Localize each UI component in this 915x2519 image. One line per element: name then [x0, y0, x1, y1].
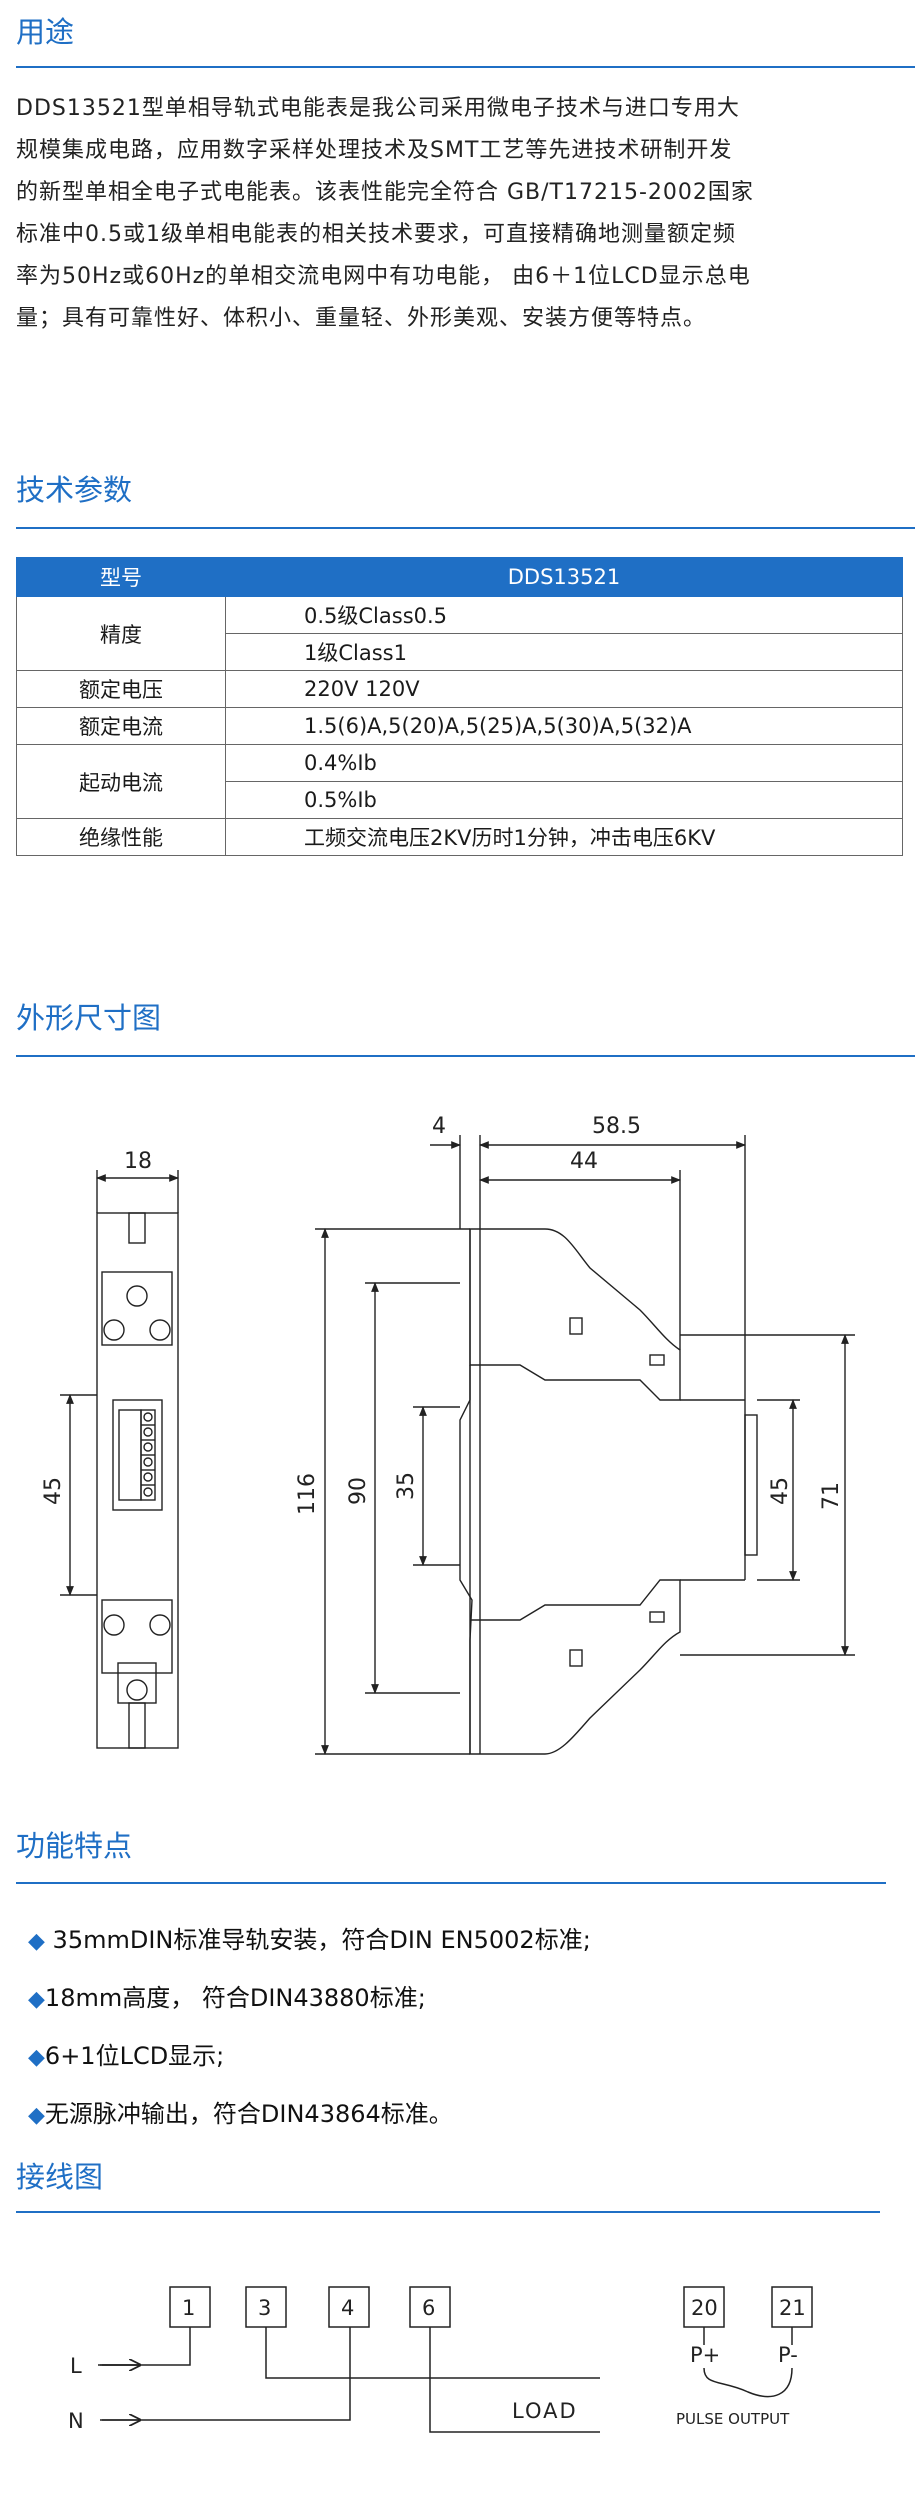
spec-row: 绝缘性能 工频交流电压2KV历时1分钟，冲击电压6KV [16, 818, 903, 856]
diamond-bullet-icon: ◆ [28, 1987, 45, 2012]
spec-header-value: DDS13521 [225, 557, 903, 597]
terminal-label: 1 [182, 2296, 195, 2320]
diamond-bullet-icon: ◆ [28, 1929, 45, 1954]
dimension-drawing: 18 45 4 58.5 44 116 90 35 45 71 [41, 1114, 855, 1755]
line-label: L [70, 2354, 82, 2378]
spec-label: 额定电流 [16, 707, 226, 745]
feature-item: ◆ 35mmDIN标准导轨安装，符合DIN EN5002标准; [28, 1920, 591, 1955]
spec-row: 额定电流 1.5(6)A,5(20)A,5(25)A,5(30)A,5(32)A [16, 707, 903, 745]
usage-line: 量；具有可靠性好、体积小、重量轻、外形美观、安装方便等特点。 [16, 306, 707, 331]
spec-row: 起动电流 0.4%Ib [16, 744, 903, 819]
dim-right-45: 45 [768, 1477, 793, 1505]
dim-right-71: 71 [819, 1482, 844, 1510]
dim-total-depth: 58.5 [592, 1114, 641, 1139]
usage-line: DDS13521型单相导轨式电能表是我公司采用微电子技术与进口专用大 [16, 96, 740, 121]
feature-text: 6+1位LCD显示; [44, 2042, 225, 2070]
feature-item: ◆无源脉冲输出，符合DIN43864标准。 [28, 2094, 453, 2129]
diamond-bullet-icon: ◆ [28, 2103, 45, 2128]
spec-label: 起动电流 [16, 744, 226, 819]
usage-paragraph: DDS13521型单相导轨式电能表是我公司采用微电子技术与进口专用大 规模集成电… [16, 88, 909, 340]
feature-text: 18mm高度， 符合DIN43880标准; [44, 1984, 426, 2012]
spec-label: 精度 [16, 596, 226, 671]
feature-text: 35mmDIN标准导轨安装，符合DIN EN5002标准; [44, 1926, 591, 1954]
terminal-label: 3 [258, 2296, 271, 2320]
spec-value: 工频交流电压2KV历时1分钟，冲击电压6KV [225, 818, 903, 856]
dimensions-title: 外形尺寸图 [16, 1001, 162, 1035]
features-title: 功能特点 [16, 1829, 133, 1863]
spec-header-label: 型号 [16, 557, 226, 597]
wiring-title: 接线图 [16, 2160, 104, 2194]
spec-table: 型号 DDS13521 精度 0.5级Class0.5 1级Class1 额定电… [16, 557, 903, 856]
dim-height-90: 90 [346, 1477, 371, 1505]
terminal-label: 4 [341, 2296, 354, 2320]
features-title-rule [16, 1882, 886, 1884]
neutral-label: N [68, 2409, 84, 2433]
pulse-terminal-label: 20 [691, 2296, 718, 2320]
front-view [60, 1170, 179, 1749]
spec-value: 0.4%Ib [225, 744, 903, 782]
feature-text: 无源脉冲输出，符合DIN43864标准。 [44, 2100, 453, 2128]
dim-front-width: 18 [124, 1149, 152, 1174]
spec-row: 额定电压 220V 120V [16, 670, 903, 708]
spec-value: 1级Class1 [225, 633, 903, 671]
load-label: LOAD [512, 2399, 578, 2423]
specs-title-rule [16, 527, 915, 529]
diamond-bullet-icon: ◆ [28, 2045, 45, 2070]
dimensions-title-rule [16, 1055, 915, 1057]
feature-item: ◆6+1位LCD显示; [28, 2036, 224, 2071]
dim-height-116: 116 [295, 1473, 320, 1515]
spec-value: 0.5%Ib [225, 781, 903, 819]
pulse-terminal-label: 21 [779, 2296, 806, 2320]
usage-line: 标准中0.5或1级单相电能表的相关技术要求，可直接精确地测量额定频 [16, 222, 736, 247]
wiring-title-rule [16, 2211, 880, 2213]
pulse-output-caption: PULSE OUTPUT [676, 2410, 790, 2428]
spec-value: 1.5(6)A,5(20)A,5(25)A,5(30)A,5(32)A [225, 707, 903, 745]
spec-row: 精度 0.5级Class0.5 [16, 596, 903, 671]
usage-title: 用途 [16, 15, 75, 49]
usage-line: 率为50Hz或60Hz的单相交流电网中有功电能， 由6＋1位LCD显示总电 [16, 264, 751, 289]
spec-label: 绝缘性能 [16, 818, 226, 856]
spec-label: 额定电压 [16, 670, 226, 708]
dim-step: 4 [432, 1114, 446, 1139]
spec-row: 0.5%Ib [17, 781, 903, 819]
pulse-plus-label: P+ [690, 2343, 720, 2367]
wiring-diagram: 1 3 4 6 20 21 L N LOAD P+ P- PULSE OUTPU… [68, 2286, 813, 2433]
dim-inner-depth: 44 [570, 1149, 598, 1174]
dim-front-height: 45 [41, 1477, 66, 1505]
terminal-label: 6 [422, 2296, 435, 2320]
usage-title-rule [16, 66, 915, 68]
spec-row: 1级Class1 [17, 633, 903, 671]
dim-height-35: 35 [394, 1472, 419, 1500]
spec-value: 220V 120V [225, 670, 903, 708]
spec-header-row: 型号 DDS13521 [16, 557, 903, 597]
side-view [315, 1135, 855, 1755]
usage-line: 的新型单相全电子式电能表。该表性能完全符合 GB/T17215-2002国家 [16, 180, 754, 205]
usage-line: 规模集成电路，应用数字采样处理技术及SMT工艺等先进技术研制开发 [16, 138, 733, 163]
feature-item: ◆18mm高度， 符合DIN43880标准; [28, 1978, 426, 2013]
terminal-box [328, 2286, 370, 2328]
specs-title: 技术参数 [16, 473, 133, 507]
spec-value: 0.5级Class0.5 [225, 596, 903, 634]
pulse-minus-label: P- [778, 2343, 798, 2367]
